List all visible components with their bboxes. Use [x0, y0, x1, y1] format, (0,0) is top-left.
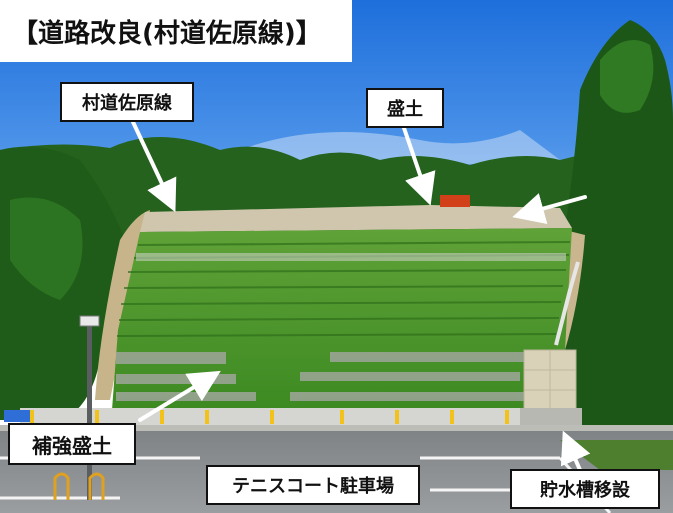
right-tree-highlight [600, 40, 654, 113]
slope-fence-band [136, 253, 566, 261]
page-title: 【道路改良(村道佐原線)】 [12, 18, 322, 49]
water-tank-base [520, 408, 582, 428]
excavator [440, 195, 470, 207]
label-road-text: 村道佐原線 [82, 93, 172, 114]
right-trees [560, 20, 673, 430]
left-tree-highlight [10, 197, 83, 300]
lamp-post [87, 325, 92, 500]
label-parking: テニスコート駐車場 [206, 465, 420, 505]
lamp-head [79, 315, 100, 327]
label-fill-text: 盛土 [387, 99, 423, 120]
label-road: 村道佐原線 [60, 82, 194, 122]
label-fill: 盛土 [366, 88, 444, 128]
fill-top-surface [140, 205, 572, 232]
title-banner: 【道路改良(村道佐原線)】 [0, 0, 352, 62]
curb [0, 425, 673, 431]
label-reinforced-fill-text: 補強盛土 [32, 433, 112, 458]
label-parking-text: テニスコート駐車場 [232, 476, 394, 497]
drain-pipe [554, 261, 580, 346]
label-water-tank: 貯水槽移設 [510, 469, 660, 509]
blue-object [4, 410, 30, 422]
label-water-tank-text: 貯水槽移設 [540, 480, 630, 501]
label-reinforced-fill: 補強盛土 [8, 423, 136, 465]
bike-rack [53, 472, 105, 500]
